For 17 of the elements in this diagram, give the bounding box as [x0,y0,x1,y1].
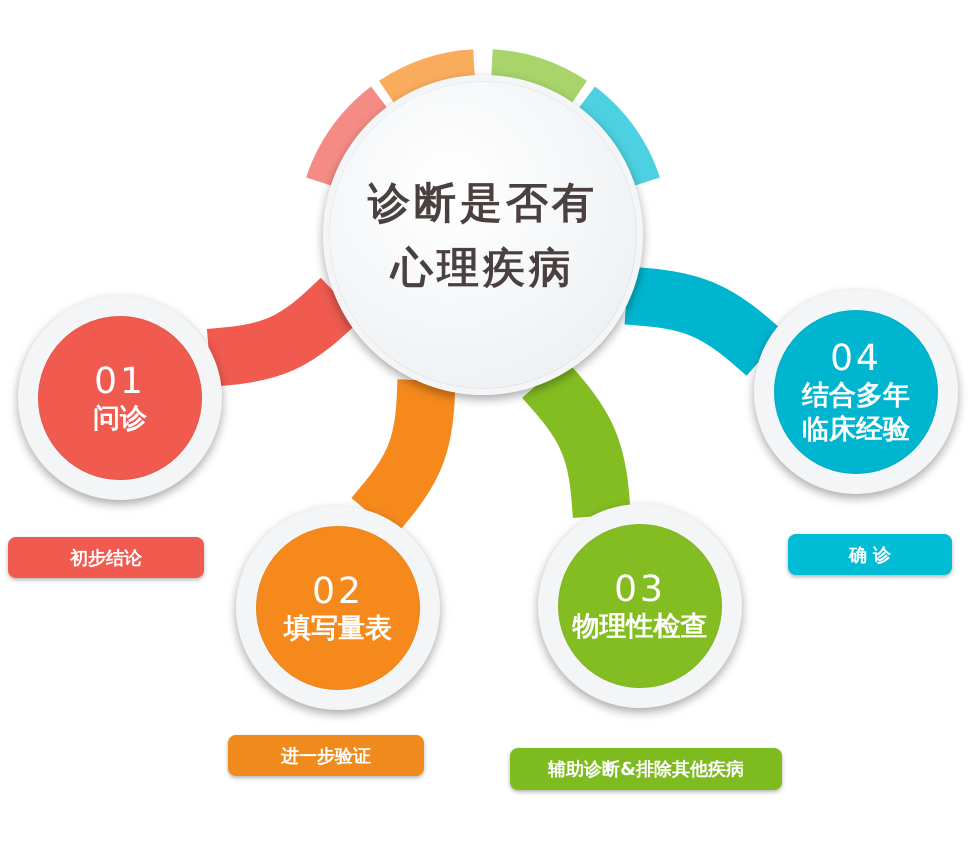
tag-text: 初步结论 [70,546,142,570]
tag-text: 进一步验证 [281,744,371,768]
result-tag [788,534,952,575]
step-number: 03 [614,568,666,610]
tag-text: 确 诊 [848,544,892,566]
step-label: 填写量表 [282,612,393,646]
result-tag [228,735,424,776]
result-tag [8,537,204,578]
tag-text: 辅助诊断&排除其他疾病 [548,758,744,781]
step-number: 04 [830,338,882,379]
step-number: 02 [312,570,364,612]
step-label: 物理性检查 [571,610,708,644]
step-label: 结合多年临床经验 [800,378,911,446]
step-label: 问诊 [92,402,148,436]
step-number: 01 [94,360,146,402]
result-tag [510,748,782,790]
title-text: 诊断是否有心理疾病 [366,176,599,294]
